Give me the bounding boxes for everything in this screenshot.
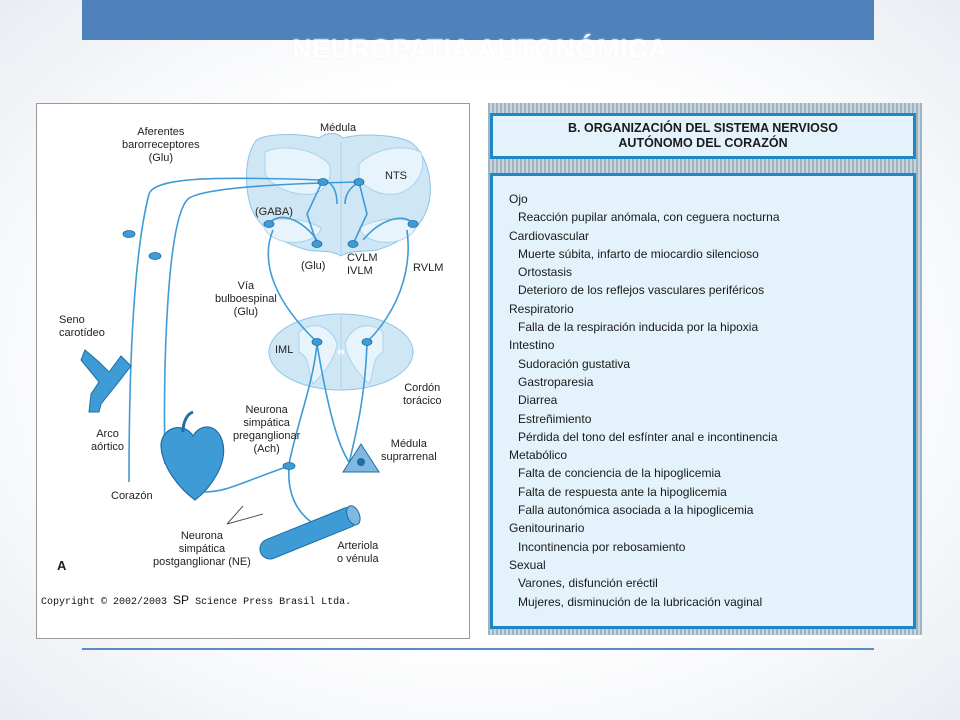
category-heading: Sexual (509, 557, 546, 572)
panel-a-letter: A (57, 558, 67, 573)
carotid-vessel (80, 349, 132, 413)
title-bar (82, 0, 874, 40)
category-heading: Genitourinario (509, 521, 585, 536)
panel-a-diagram: Aferentes barorreceptores (Glu) Médula N… (36, 103, 470, 639)
neural-pathways (128, 177, 414, 527)
spinal-cord-section (268, 313, 414, 391)
label-neurona-preganglionar: Neurona simpática preganglionar (Ach) (233, 404, 301, 455)
label-cordon-toracico: Cordón torácico (403, 382, 442, 407)
list-item: Pérdida del tono del esfínter anal e inc… (518, 429, 778, 444)
label-rvlm: RVLM (413, 262, 444, 274)
list-item: Estreñimiento (518, 411, 592, 426)
label-iml: IML (275, 344, 294, 356)
list-item: Sudoración gustativa (518, 356, 631, 371)
neuron-cell-bodies (122, 178, 419, 470)
label-arteriola: Arteriola o vénula (337, 540, 379, 565)
label-cvlm-ivlm: CVLM IVLM (347, 252, 378, 277)
list-item: Falla de la respiración inducida por la … (518, 320, 759, 335)
label-neurona-postganglionar: Neurona simpática postganglionar (NE) (153, 530, 251, 568)
category-heading: Metabólico (509, 448, 568, 463)
pointer-lines (226, 505, 264, 525)
category-heading: Cardiovascular (509, 228, 590, 243)
panel-b: B. ORGANIZACIÓN DEL SISTEMA NERVIOSO AUT… (488, 103, 922, 635)
label-glu: (Glu) (301, 260, 326, 272)
list-item: Gastroparesia (518, 374, 594, 389)
label-via-bulboespinal: Vía bulboespinal (Glu) (215, 280, 277, 318)
medulla-section (246, 133, 431, 257)
panel-b-header-line-1: B. ORGANIZACIÓN DEL SISTEMA NERVIOSO (568, 121, 838, 135)
label-corazon: Corazón (111, 490, 153, 502)
figure: Aferentes barorreceptores (Glu) Médula N… (36, 103, 922, 639)
autonomic-pathway-illustration (80, 133, 431, 560)
arteriole-vessel (259, 505, 361, 560)
panel-b-header-line-2: AUTÓNOMO DEL CORAZÓN (618, 136, 788, 150)
list-item: Falta de conciencia de la hipoglicemia (518, 466, 721, 481)
list-item: Reacción pupilar anómala, con ceguera no… (518, 210, 780, 225)
category-heading: Ojo (509, 192, 528, 206)
list-item: Varones, disfunción eréctil (518, 576, 658, 591)
list-item: Incontinencia por rebosamiento (518, 539, 686, 554)
slide-title: NEUROPATIA AUTONÓMICA (292, 34, 668, 64)
copyright-notice: Copyright © 2002/2003 SP Science Press B… (41, 593, 352, 608)
bottom-divider (82, 648, 874, 650)
category-heading: Respiratorio (509, 301, 574, 316)
list-item: Muerte súbita, infarto de miocardio sile… (518, 246, 759, 261)
category-heading: Intestino (509, 338, 555, 353)
list-item: Diarrea (518, 393, 558, 408)
label-arco-aortico: Arco aórtico (91, 428, 125, 453)
panel-b-header: B. ORGANIZACIÓN DEL SISTEMA NERVIOSO AUT… (490, 113, 916, 159)
list-item: Mujeres, disminución de la lubricación v… (518, 594, 763, 609)
label-medula-suprarrenal: Médula suprarrenal (381, 438, 437, 463)
heart-illustration (160, 426, 225, 501)
label-medula: Médula (320, 122, 357, 134)
list-item: Ortostasis (518, 265, 573, 280)
label-nts: NTS (385, 170, 407, 182)
label-aferentes: Aferentes barorreceptores (Glu) (122, 126, 200, 164)
label-seno-carotideo: Seno carotídeo (59, 314, 105, 339)
label-gaba: (GABA) (255, 206, 293, 218)
list-item: Falta de respuesta ante la hipoglicemia (518, 484, 727, 499)
list-item: Falla autonómica asociada a la hipoglice… (518, 503, 754, 518)
list-item: Deterioro de los reflejos vasculares per… (518, 283, 765, 298)
